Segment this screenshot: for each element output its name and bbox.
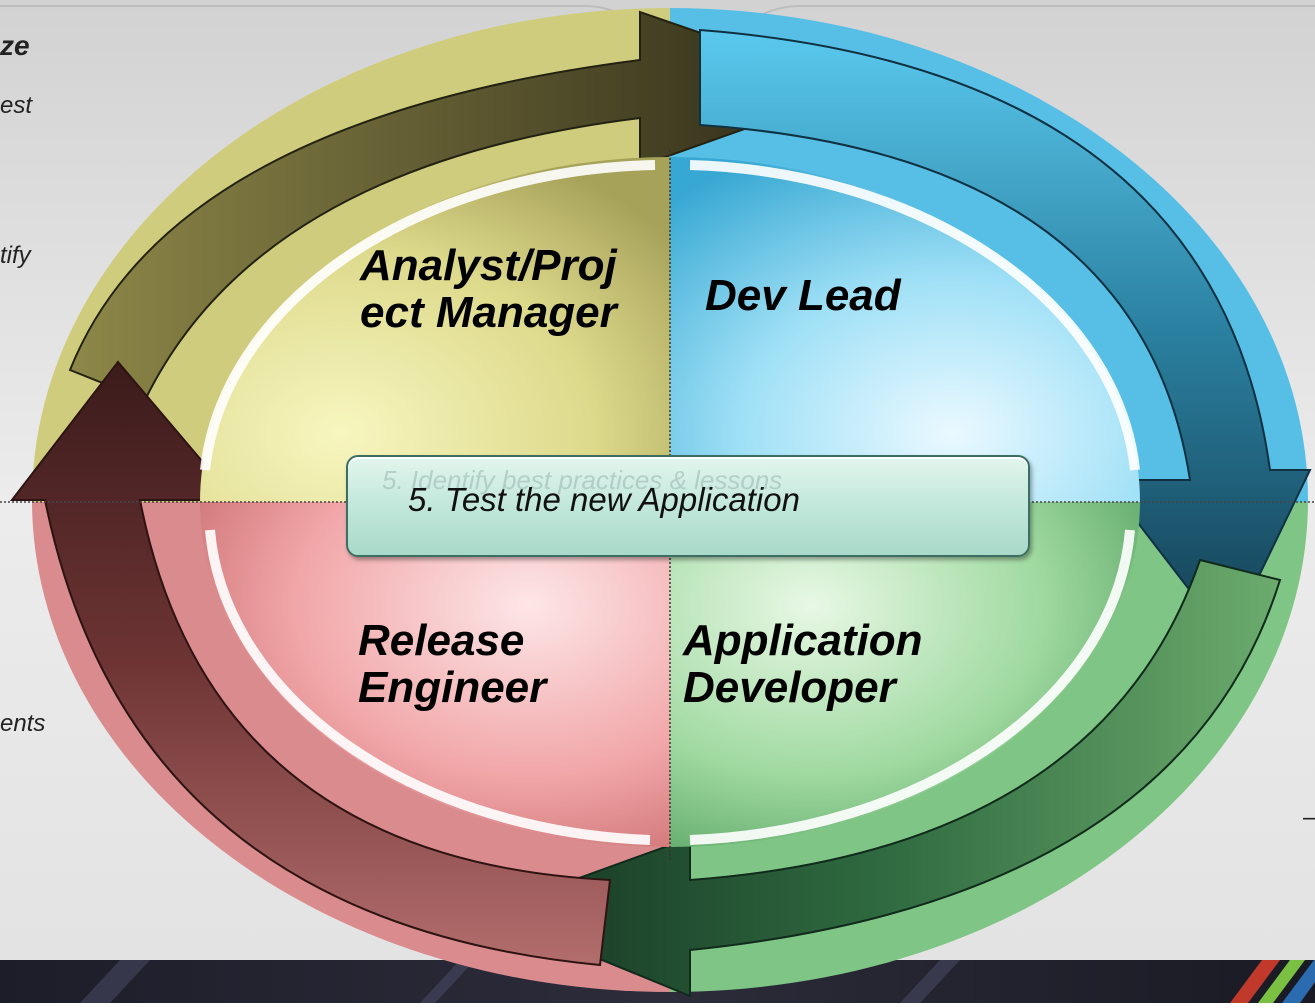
right-arrow (699, 28, 1312, 642)
dev-lead-quadrant (670, 157, 1140, 502)
callout-label: 5. Test the new Application (408, 481, 800, 518)
role-dev-lead: Dev Lead (705, 271, 901, 320)
release-quadrant (200, 502, 670, 847)
side-text-left-4: ents (0, 710, 46, 737)
app-dev-quadrant (670, 502, 1140, 847)
callout-ghost-text: 5. Identify best practices & lessons (382, 465, 783, 495)
side-text-left-2: est (0, 92, 33, 119)
side-text-left-3: tify (0, 242, 31, 269)
role-application-developer: Application Developer (683, 616, 923, 712)
role-release-engineer: Release Engineer (358, 616, 547, 712)
inner-disc (0, 150, 1315, 860)
role-analyst-project-manager: Analyst/Proj ect Manager (360, 241, 617, 337)
brand-stripes (1230, 960, 1315, 1003)
left-arrow (9, 360, 612, 967)
side-text-right-1: – (1303, 804, 1315, 832)
side-text-left-1: ze (0, 30, 30, 61)
step-callout: 5. Identify best practices & lessons 5. … (346, 455, 1030, 557)
analyst-quadrant (200, 157, 670, 502)
